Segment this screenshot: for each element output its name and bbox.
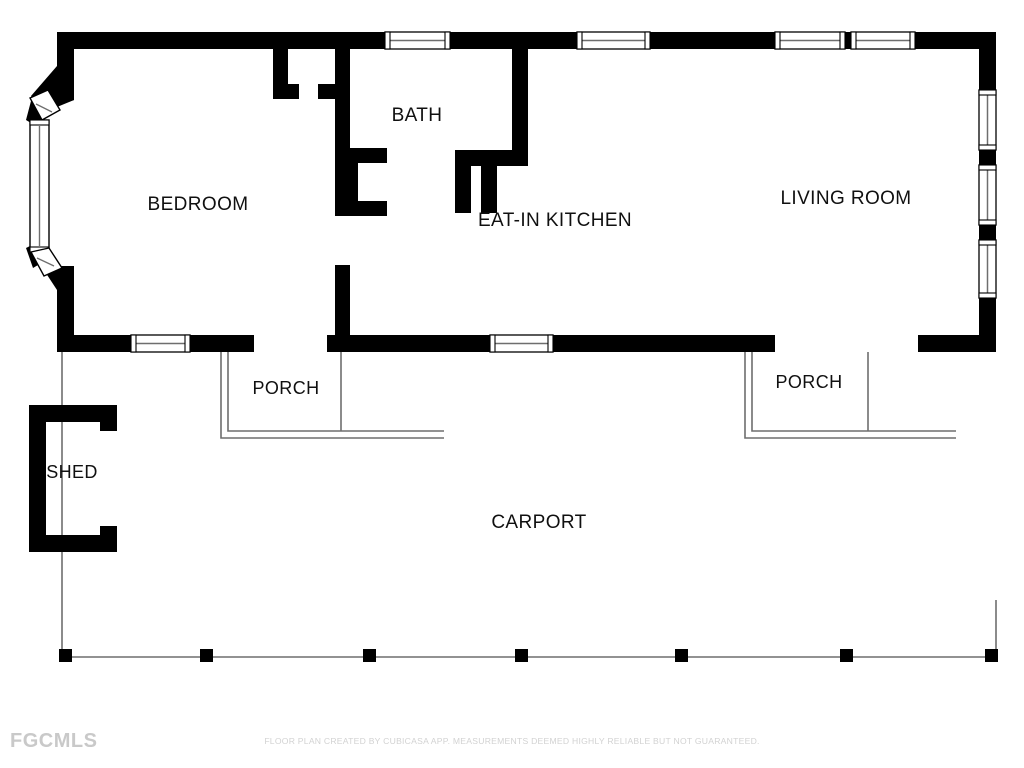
room-label-porch-left: PORCH	[252, 378, 319, 398]
floor-plan-canvas: BEDROOM BATH EAT-IN KITCHEN LIVING ROOM …	[26, 31, 998, 662]
shed-structure	[29, 405, 117, 552]
window-east-3	[978, 239, 997, 299]
disclaimer-text: FLOOR PLAN CREATED BY CUBICASA APP. MEAS…	[264, 736, 760, 746]
window-group-east	[978, 89, 997, 299]
window-north-1	[384, 31, 451, 50]
room-label-shed: SHED	[46, 462, 98, 482]
window-south-bedroom	[130, 334, 191, 353]
footer-bar: FGCMLS FLOOR PLAN CREATED BY CUBICASA AP…	[0, 700, 1024, 768]
fgcmls-logo: FGCMLS	[10, 730, 98, 752]
window-north-4	[850, 31, 916, 50]
room-label-living-room: LIVING ROOM	[780, 188, 911, 209]
bay-window-pane-middle	[29, 119, 50, 253]
window-north-2	[576, 31, 651, 50]
carport-structure	[59, 345, 998, 662]
window-group-south	[130, 334, 554, 353]
interior-walls	[273, 49, 528, 335]
carport-posts	[59, 649, 998, 662]
window-group-north	[384, 31, 916, 50]
room-label-bedroom: BEDROOM	[148, 194, 249, 215]
room-label-bath: BATH	[392, 105, 443, 126]
porch-left-outline	[220, 347, 444, 439]
room-label-porch-right: PORCH	[775, 372, 842, 392]
room-label-carport: CARPORT	[491, 512, 586, 533]
porch-right-outline	[744, 347, 956, 439]
window-east-2	[978, 164, 997, 226]
house-exterior-walls	[26, 32, 996, 352]
bay-window-pane-lower	[29, 247, 64, 277]
bay-window-bedroom	[29, 89, 64, 277]
room-label-eat-in-kitchen: EAT-IN KITCHEN	[478, 210, 632, 231]
window-east-1	[978, 89, 997, 151]
floor-plan-drawing: BEDROOM BATH EAT-IN KITCHEN LIVING ROOM …	[26, 31, 998, 662]
bay-window-pane-upper	[29, 89, 61, 121]
window-north-3	[774, 31, 846, 50]
room-labels: BEDROOM BATH EAT-IN KITCHEN LIVING ROOM …	[46, 105, 911, 533]
window-south-kitchen	[489, 334, 554, 353]
